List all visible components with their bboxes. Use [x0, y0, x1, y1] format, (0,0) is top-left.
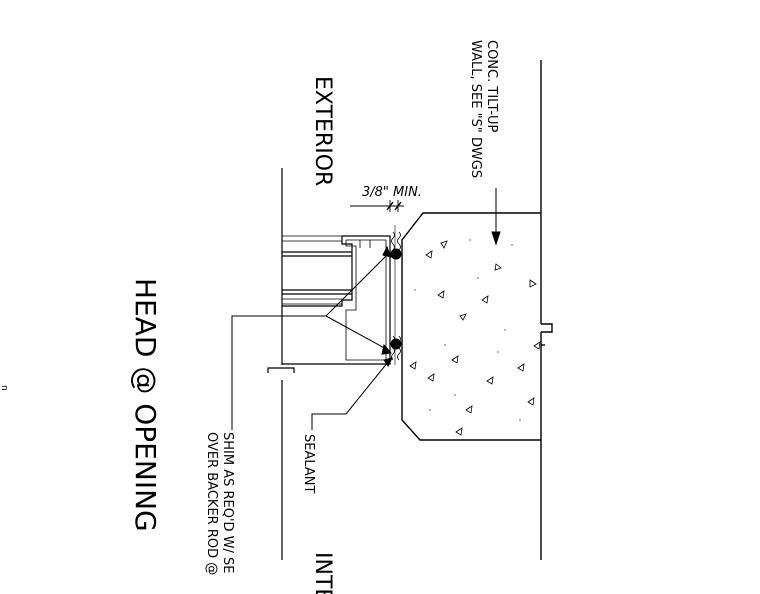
sealant-note: SEALANT [301, 434, 316, 494]
wall-note-line-1: CONC. TILT-UP [484, 40, 499, 133]
concrete-stipple [414, 239, 521, 421]
gap-dimension-label: 3/8" MIN. [362, 185, 422, 200]
shim-note-line-2: OVER BACKER ROD @ [204, 432, 219, 575]
detail-title: HEAD @ OPENING [129, 278, 162, 532]
concrete-wall [401, 60, 553, 560]
wall-leader [491, 188, 501, 246]
exterior-label: EXTERIOR [310, 76, 335, 186]
interior-label: INTE [310, 552, 335, 594]
wall-note-line-2: WALL, SEE "S" DWGS [468, 40, 483, 178]
shim-note-line-1: SHIM AS REQ'D W/ SE [220, 432, 235, 574]
edge-mark: n [0, 385, 9, 391]
backer-rod-bottom [390, 338, 402, 350]
window-frame [267, 168, 391, 560]
backer-rod-top [390, 248, 402, 260]
sealant-joint [390, 225, 402, 365]
shim-leader [231, 245, 393, 430]
sealant-leader [311, 357, 393, 430]
concrete-hatch [409, 240, 541, 436]
gap-dimension [350, 200, 404, 212]
